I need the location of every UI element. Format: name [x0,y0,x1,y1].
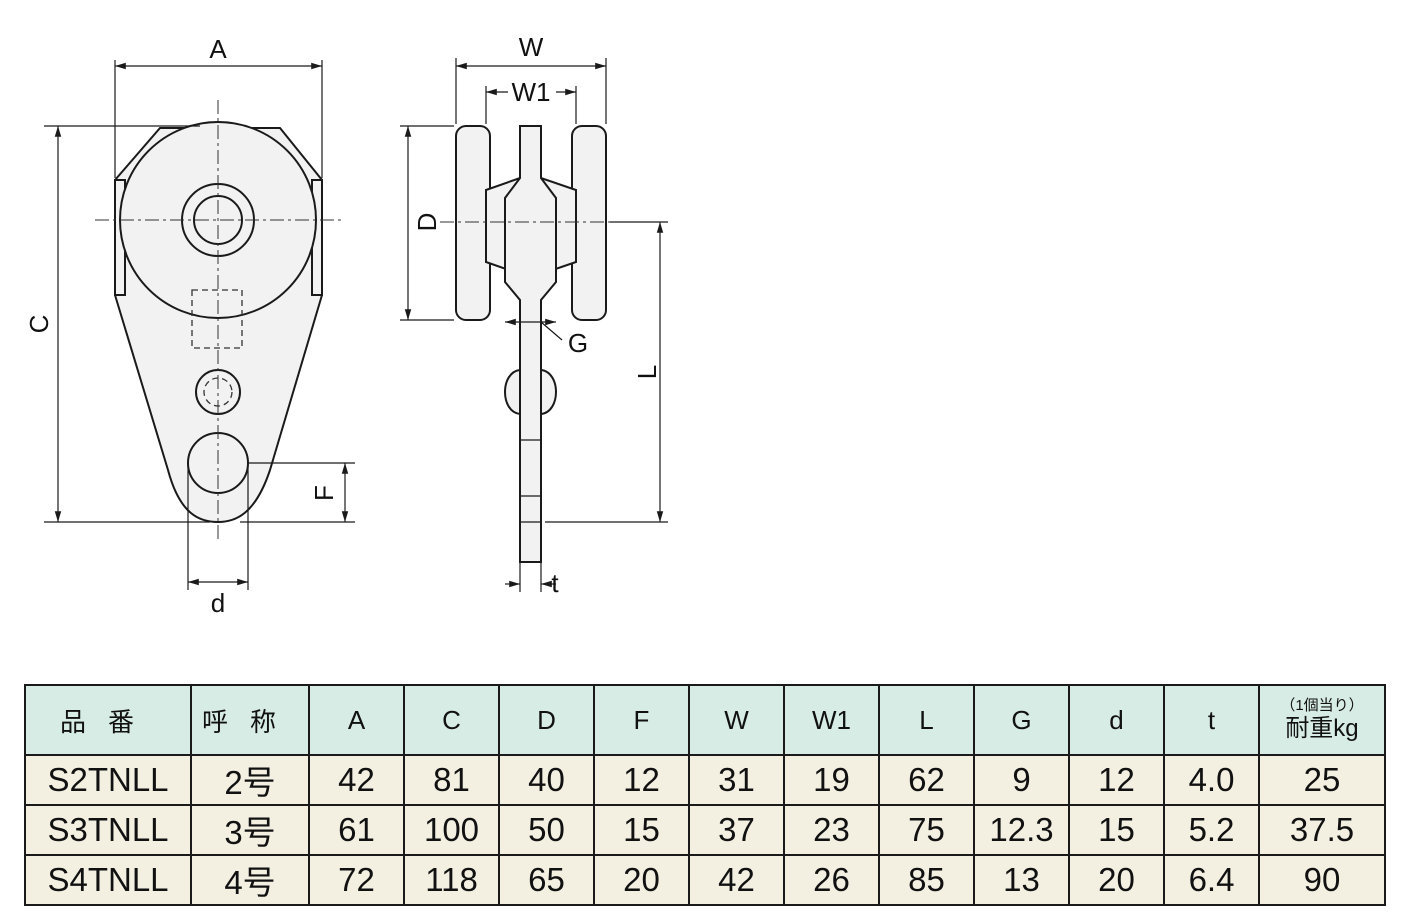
cell-f: 12 [593,754,690,806]
dim-label-f: F [309,485,339,501]
side-rivet-right [540,368,557,416]
cell-d: 65 [498,854,595,906]
header-d-small: d [1068,684,1165,756]
dim-label-l: L [632,365,662,379]
header-l: L [878,684,975,756]
side-flange-right [571,125,607,321]
dim-label-c: C [24,315,54,334]
table-header-row: 品番 呼称 A C D F W W1 L G d t （1個当り） 耐重kg [24,684,1386,756]
dim-label-w: W [519,32,544,62]
dim-label-d: d [211,588,225,618]
side-flange-left [455,125,491,321]
dim-label-d-upper: D [412,213,442,232]
dim-label-t: t [551,568,559,598]
header-g: G [973,684,1070,756]
header-f: F [593,684,690,756]
cell-d: 50 [498,804,595,856]
cell-part-number: S2TNLL [24,754,192,806]
cell-f: 20 [593,854,690,906]
header-load-note: （1個当り） [1280,697,1364,714]
spec-table: 品番 呼称 A C D F W W1 L G d t （1個当り） 耐重kg S… [24,684,1386,906]
cell-d-small: 12 [1068,754,1165,806]
cell-t: 6.4 [1163,854,1260,906]
cell-l: 75 [878,804,975,856]
header-w: W [688,684,785,756]
cell-t: 5.2 [1163,804,1260,856]
cell-f: 15 [593,804,690,856]
cell-part-number: S3TNLL [24,804,192,856]
front-view: A C F d [24,34,355,618]
cell-w1: 23 [783,804,880,856]
cell-w: 42 [688,854,785,906]
cell-load: 37.5 [1258,804,1386,856]
cell-size: 4号 [190,854,310,906]
side-view: W W1 D G L t [400,32,668,598]
cell-d-small: 15 [1068,804,1165,856]
header-load: （1個当り） 耐重kg [1258,684,1386,756]
dim-label-w1: W1 [512,77,551,107]
cell-g: 9 [973,754,1070,806]
cell-a: 42 [308,754,405,806]
table-row: S3TNLL 3号 61 100 50 15 37 23 75 12.3 15 … [24,804,1386,856]
side-rivet-left [504,368,521,416]
header-t: t [1163,684,1260,756]
cell-w1: 26 [783,854,880,906]
header-a: A [308,684,405,756]
cell-g: 13 [973,854,1070,906]
cell-c: 100 [403,804,500,856]
header-w1: W1 [783,684,880,756]
front-hidden-slot [191,289,243,349]
header-size: 呼称 [190,684,310,756]
cell-part-number: S4TNLL [24,854,192,906]
table-row: S4TNLL 4号 72 118 65 20 42 26 85 13 20 6.… [24,854,1386,906]
cell-w: 37 [688,804,785,856]
cell-d: 40 [498,754,595,806]
cell-l: 85 [878,854,975,906]
header-load-label: 耐重kg [1285,715,1359,742]
cell-a: 72 [308,854,405,906]
pulley-technical-drawing: A C F d W [24,32,668,618]
cell-d-small: 20 [1068,854,1165,906]
table-row: S2TNLL 2号 42 81 40 12 31 19 62 9 12 4.0 … [24,754,1386,806]
cell-size: 2号 [190,754,310,806]
cell-w: 31 [688,754,785,806]
cell-c: 118 [403,854,500,906]
cell-load: 90 [1258,854,1386,906]
dim-label-a: A [209,34,227,64]
cell-c: 81 [403,754,500,806]
cell-load: 25 [1258,754,1386,806]
cell-g: 12.3 [973,804,1070,856]
header-part-number: 品番 [24,684,192,756]
header-c: C [403,684,500,756]
cell-size: 3号 [190,804,310,856]
cell-t: 4.0 [1163,754,1260,806]
dim-label-g: G [568,328,588,358]
cell-l: 62 [878,754,975,806]
header-d: D [498,684,595,756]
cell-w1: 19 [783,754,880,806]
cell-a: 61 [308,804,405,856]
